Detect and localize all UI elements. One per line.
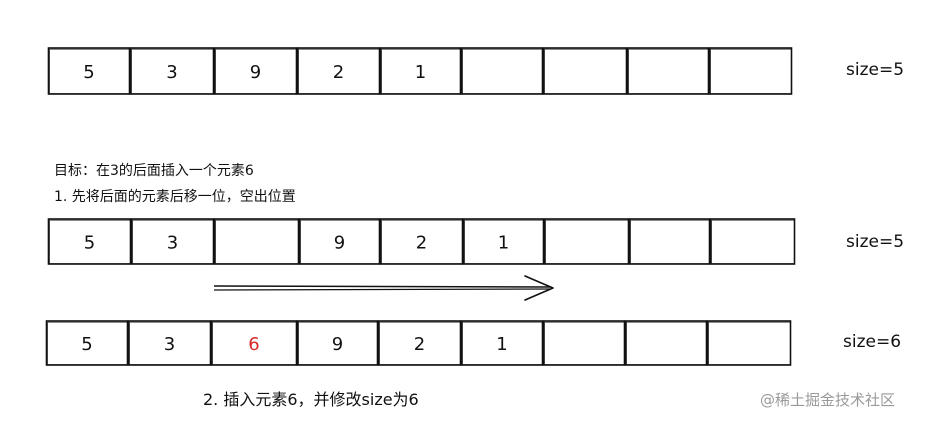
array-cell-box-sketch bbox=[708, 321, 791, 366]
step2-text: 2. 插入元素6，并修改size为6 bbox=[203, 390, 419, 409]
array-row-3: 5 3 6 9 2 1 bbox=[45, 320, 792, 366]
array-cell-value: 3 bbox=[166, 62, 177, 83]
array-cell-value: 3 bbox=[167, 233, 178, 254]
array-cell-box-sketch bbox=[132, 219, 214, 265]
array-row-2: 5 3 9 2 1 bbox=[47, 218, 796, 265]
array-cell-box-sketch bbox=[298, 48, 380, 95]
array-cell-box-sketch bbox=[47, 321, 128, 366]
step1-text: 1. 先将后面的元素后移一位，空出位置 bbox=[54, 189, 296, 205]
array-cell-box-sketch bbox=[212, 321, 297, 366]
array-cell-value: 3 bbox=[164, 334, 175, 355]
array-cell-value: 9 bbox=[334, 233, 345, 254]
array-cell-box-sketch bbox=[626, 321, 707, 366]
array-cell-value: 2 bbox=[333, 62, 344, 83]
array-cell-box-sketch bbox=[710, 48, 792, 95]
watermark: @稀土掘金技术社区 bbox=[760, 391, 896, 409]
array-cell-box-sketch bbox=[711, 219, 795, 265]
array-cell-box-sketch bbox=[215, 219, 299, 265]
array-cell-box-sketch bbox=[298, 321, 378, 366]
array-cell-value: 5 bbox=[81, 334, 92, 355]
array-cell-box-sketch bbox=[49, 48, 130, 95]
array-cell-box bbox=[706, 320, 792, 366]
array-cell-value: 2 bbox=[414, 334, 425, 355]
size-label-row-1: size=5 bbox=[846, 60, 905, 80]
array-cell-value: 5 bbox=[83, 62, 94, 83]
array-cell-box bbox=[542, 47, 628, 95]
array-cell-box-sketch bbox=[129, 321, 211, 366]
array-cell-box bbox=[213, 218, 300, 265]
array-cell-value: 9 bbox=[332, 334, 343, 355]
shift-right-arrow bbox=[213, 275, 554, 301]
array-cell-box-sketch bbox=[215, 48, 297, 95]
array-cell-box bbox=[709, 218, 796, 265]
array-cell-box-sketch bbox=[462, 48, 543, 95]
array-cell-box-sketch bbox=[544, 48, 627, 95]
array-cell-value: 1 bbox=[415, 62, 426, 83]
array-cell-box bbox=[624, 320, 708, 366]
array-cell-value: 1 bbox=[496, 334, 507, 355]
array-cell-box-sketch bbox=[381, 48, 461, 95]
array-cell-box-sketch bbox=[379, 321, 461, 366]
array-cell-value: 9 bbox=[250, 62, 261, 83]
goal-text: 目标：在3的后面插入一个元素6 bbox=[54, 163, 254, 179]
array-cell-box bbox=[460, 47, 544, 95]
size-label-row-2: size=5 bbox=[846, 232, 905, 252]
array-cell-value: 1 bbox=[498, 233, 509, 254]
array-cell-box-sketch bbox=[464, 219, 544, 265]
array-cell-box-sketch bbox=[630, 219, 710, 265]
array-cell-box bbox=[626, 47, 710, 95]
array-cell-box-sketch bbox=[628, 48, 709, 95]
array-cell-value: 6 bbox=[248, 334, 259, 355]
array-cell-box-sketch bbox=[131, 48, 214, 95]
array-cell-box-sketch bbox=[544, 321, 625, 366]
array-cell-box-sketch bbox=[545, 219, 629, 265]
array-cell-box bbox=[708, 47, 793, 95]
array-cell-value: 2 bbox=[416, 233, 427, 254]
array-cell-box-sketch bbox=[300, 219, 380, 265]
array-cell-box bbox=[542, 320, 626, 366]
array-cell-value: 5 bbox=[84, 233, 95, 254]
array-cell-box-sketch bbox=[49, 219, 131, 265]
array-cell-box bbox=[628, 218, 711, 265]
array-cell-box bbox=[543, 218, 630, 265]
array-cell-box-sketch bbox=[381, 219, 463, 265]
array-cell-box-sketch bbox=[462, 321, 543, 366]
size-label-row-3: size=6 bbox=[843, 332, 902, 352]
array-row-1: 5 3 9 2 1 bbox=[47, 47, 793, 95]
